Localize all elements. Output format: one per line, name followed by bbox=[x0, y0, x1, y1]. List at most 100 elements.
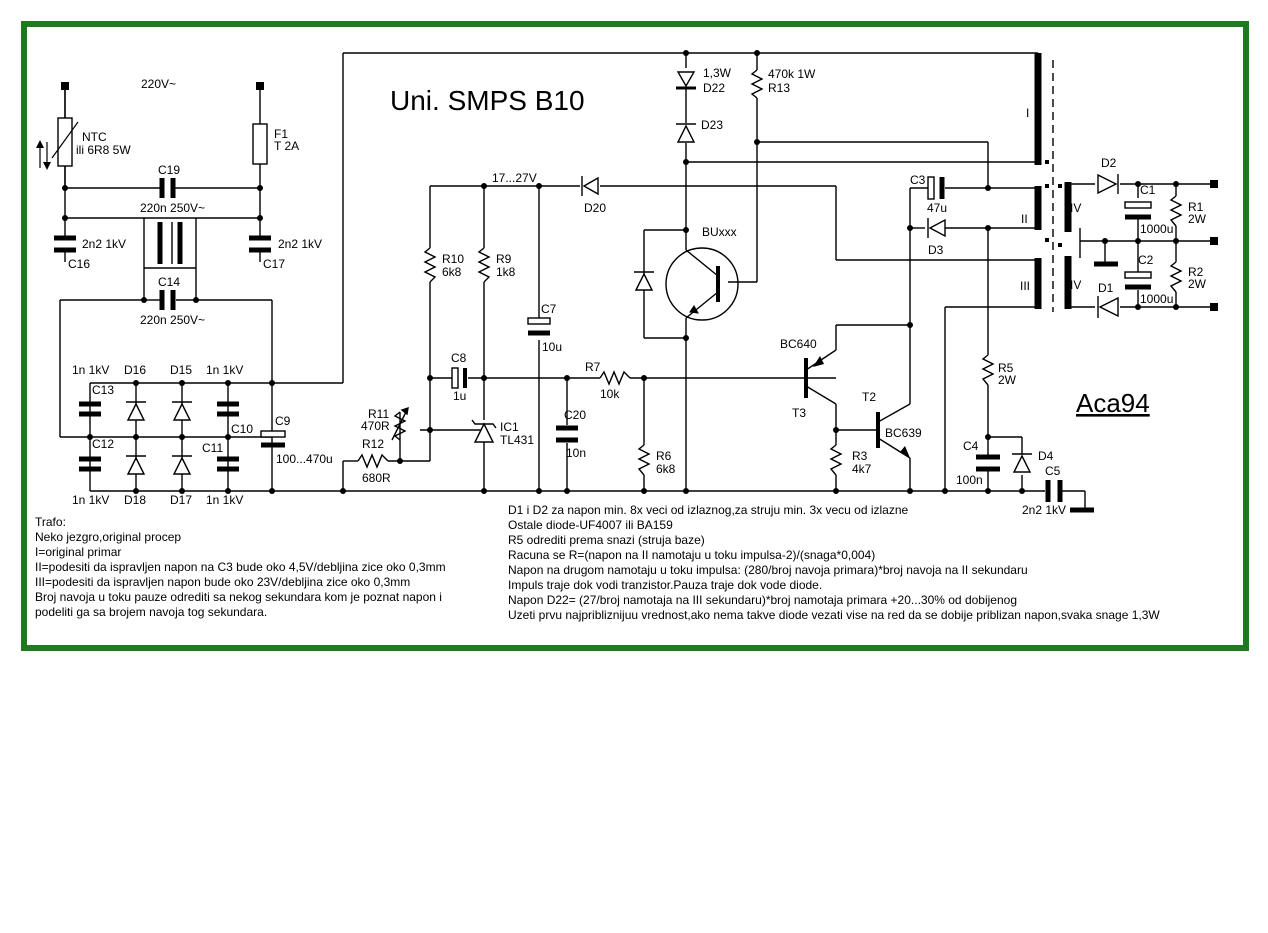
notes-right: D1 i D2 za napon min. 8x veci od izlazno… bbox=[508, 503, 1160, 622]
r10-value: 6k8 bbox=[442, 265, 462, 279]
r13-value: 470k 1W bbox=[768, 67, 816, 81]
note-left-line: II=podesiti da ispravljen napon na C3 bu… bbox=[35, 560, 446, 574]
c2-label: C2 bbox=[1138, 253, 1154, 267]
c7-label: C7 bbox=[541, 302, 557, 316]
aux-voltage-label: 17...27V bbox=[492, 171, 537, 185]
c16-label: C16 bbox=[68, 257, 90, 271]
t2-label: T2 bbox=[862, 390, 876, 404]
note-left-line: III=podesiti da ispravljen napon bude ok… bbox=[35, 575, 410, 589]
r5-value: 2W bbox=[998, 373, 1017, 387]
t3-value: BC640 bbox=[780, 337, 817, 351]
note-left-line: podeliti ga sa brojem navoja tog sekunda… bbox=[35, 605, 267, 619]
ic1-label: IC1 bbox=[500, 420, 519, 434]
note-left-line: Broj navoja u toku pauze odrediti sa nek… bbox=[35, 590, 442, 604]
terminals bbox=[61, 82, 1218, 311]
r3-label: R3 bbox=[852, 449, 868, 463]
t2-value: BC639 bbox=[885, 426, 922, 440]
r11-value: 470R bbox=[361, 419, 390, 433]
note-right-line: Uzeti prvu najpribliznijuu vrednost,ako … bbox=[508, 608, 1160, 622]
ntc-label: NTC bbox=[82, 130, 107, 144]
note-left-line: Trafo: bbox=[35, 515, 66, 529]
note-right-line: Ostale diode-UF4007 ili BA159 bbox=[508, 518, 673, 532]
ic1-value: TL431 bbox=[500, 433, 534, 447]
c3-value: 47u bbox=[927, 201, 947, 215]
r11-label: R11 bbox=[368, 407, 389, 421]
winding-2-label: II bbox=[1021, 212, 1028, 226]
c8-label: C8 bbox=[451, 351, 467, 365]
author-label: Aca94 bbox=[1076, 388, 1150, 418]
d1-label: D1 bbox=[1098, 281, 1114, 295]
d22-label: D22 bbox=[703, 81, 725, 95]
junction-dots bbox=[62, 50, 1179, 494]
note-right-line: R5 odrediti prema snazi (struja baze) bbox=[508, 533, 705, 547]
c12-label: C12 bbox=[92, 437, 114, 451]
d3-label: D3 bbox=[928, 243, 944, 257]
f1-value: T 2A bbox=[274, 139, 299, 153]
note-left-line: I=original primar bbox=[35, 545, 121, 559]
r2-label: R2 bbox=[1188, 265, 1204, 279]
c5-value: 2n2 1kV bbox=[1022, 503, 1066, 517]
common-mode-choke bbox=[144, 222, 196, 269]
winding-4b-label: IV bbox=[1070, 278, 1081, 292]
note-right-line: Racuna se R=(napon na II namotaju u toku… bbox=[508, 548, 875, 562]
transistor-bases bbox=[804, 358, 880, 448]
winding-dots bbox=[1045, 160, 1062, 247]
d15-label: D15 bbox=[170, 363, 192, 377]
d22-value: 1,3W bbox=[703, 66, 732, 80]
d2-label: D2 bbox=[1101, 156, 1117, 170]
c19-value: 220n 250V~ bbox=[140, 201, 205, 215]
r5-label: R5 bbox=[998, 361, 1014, 375]
r9-value: 1k8 bbox=[496, 265, 516, 279]
winding-1-label: I bbox=[1026, 106, 1029, 120]
c11-value: 1n 1kV bbox=[206, 493, 243, 507]
tl431-reference bbox=[471, 419, 497, 443]
c1-value: 1000u bbox=[1140, 222, 1173, 236]
winding-3-label: III bbox=[1020, 279, 1030, 293]
schematic-title: Uni. SMPS B10 bbox=[390, 85, 585, 116]
c17-label: C17 bbox=[263, 257, 285, 271]
ntc-thermistor bbox=[36, 117, 79, 188]
c9-value: 100...470u bbox=[276, 452, 333, 466]
d18-label: D18 bbox=[124, 493, 146, 507]
c2-value: 1000u bbox=[1140, 292, 1173, 306]
resistors bbox=[357, 69, 1183, 476]
mains-label: 220V~ bbox=[141, 77, 176, 91]
transformer bbox=[1034, 53, 1072, 312]
c14-label: C14 bbox=[158, 275, 180, 289]
note-right-line: Napon D22= (27/broj namotaja na III seku… bbox=[508, 593, 1017, 607]
r13-label: R13 bbox=[768, 81, 790, 95]
c13-value: 1n 1kV bbox=[72, 363, 109, 377]
c19-label: C19 bbox=[158, 163, 180, 177]
note-left-line: Neko jezgro,original procep bbox=[35, 530, 181, 544]
f1-label: F1 bbox=[274, 127, 288, 141]
c20-label: C20 bbox=[564, 408, 586, 422]
c17-value: 2n2 1kV bbox=[278, 237, 322, 251]
r12-label: R12 bbox=[362, 437, 384, 451]
c4-label: C4 bbox=[963, 439, 979, 453]
d17-label: D17 bbox=[170, 493, 192, 507]
r6-value: 6k8 bbox=[656, 462, 676, 476]
c10-label: C10 bbox=[231, 422, 253, 436]
c3-label: C3 bbox=[910, 173, 926, 187]
c1-label: C1 bbox=[1140, 183, 1156, 197]
schematic-labels: Uni. SMPS B10 Aca94 220V~ NTC ili 6R8 5W… bbox=[68, 66, 1207, 517]
c5-label: C5 bbox=[1045, 464, 1061, 478]
capacitors bbox=[54, 177, 1151, 513]
note-right-line: Impuls traje dok vodi tranzistor.Pauza t… bbox=[508, 578, 822, 592]
c10-value: 1n 1kV bbox=[206, 363, 243, 377]
diodes bbox=[126, 71, 1119, 475]
r12-value: 680R bbox=[362, 471, 391, 485]
note-right-line: Napon na drugom namotaju u toku impulsa:… bbox=[508, 563, 1028, 577]
c20-value: 10n bbox=[566, 446, 586, 460]
fuse-f1 bbox=[252, 123, 268, 165]
ntc-alt-label: ili 6R8 5W bbox=[76, 143, 131, 157]
t3-label: T3 bbox=[792, 406, 806, 420]
r1-label: R1 bbox=[1188, 200, 1204, 214]
c12-value: 1n 1kV bbox=[72, 493, 109, 507]
transistor-arrows bbox=[813, 356, 910, 458]
winding-4a-label: IV bbox=[1070, 201, 1081, 215]
electrolytic-plates bbox=[260, 176, 1152, 438]
c4-value: 100n bbox=[956, 473, 983, 487]
r7-value: 10k bbox=[600, 387, 620, 401]
